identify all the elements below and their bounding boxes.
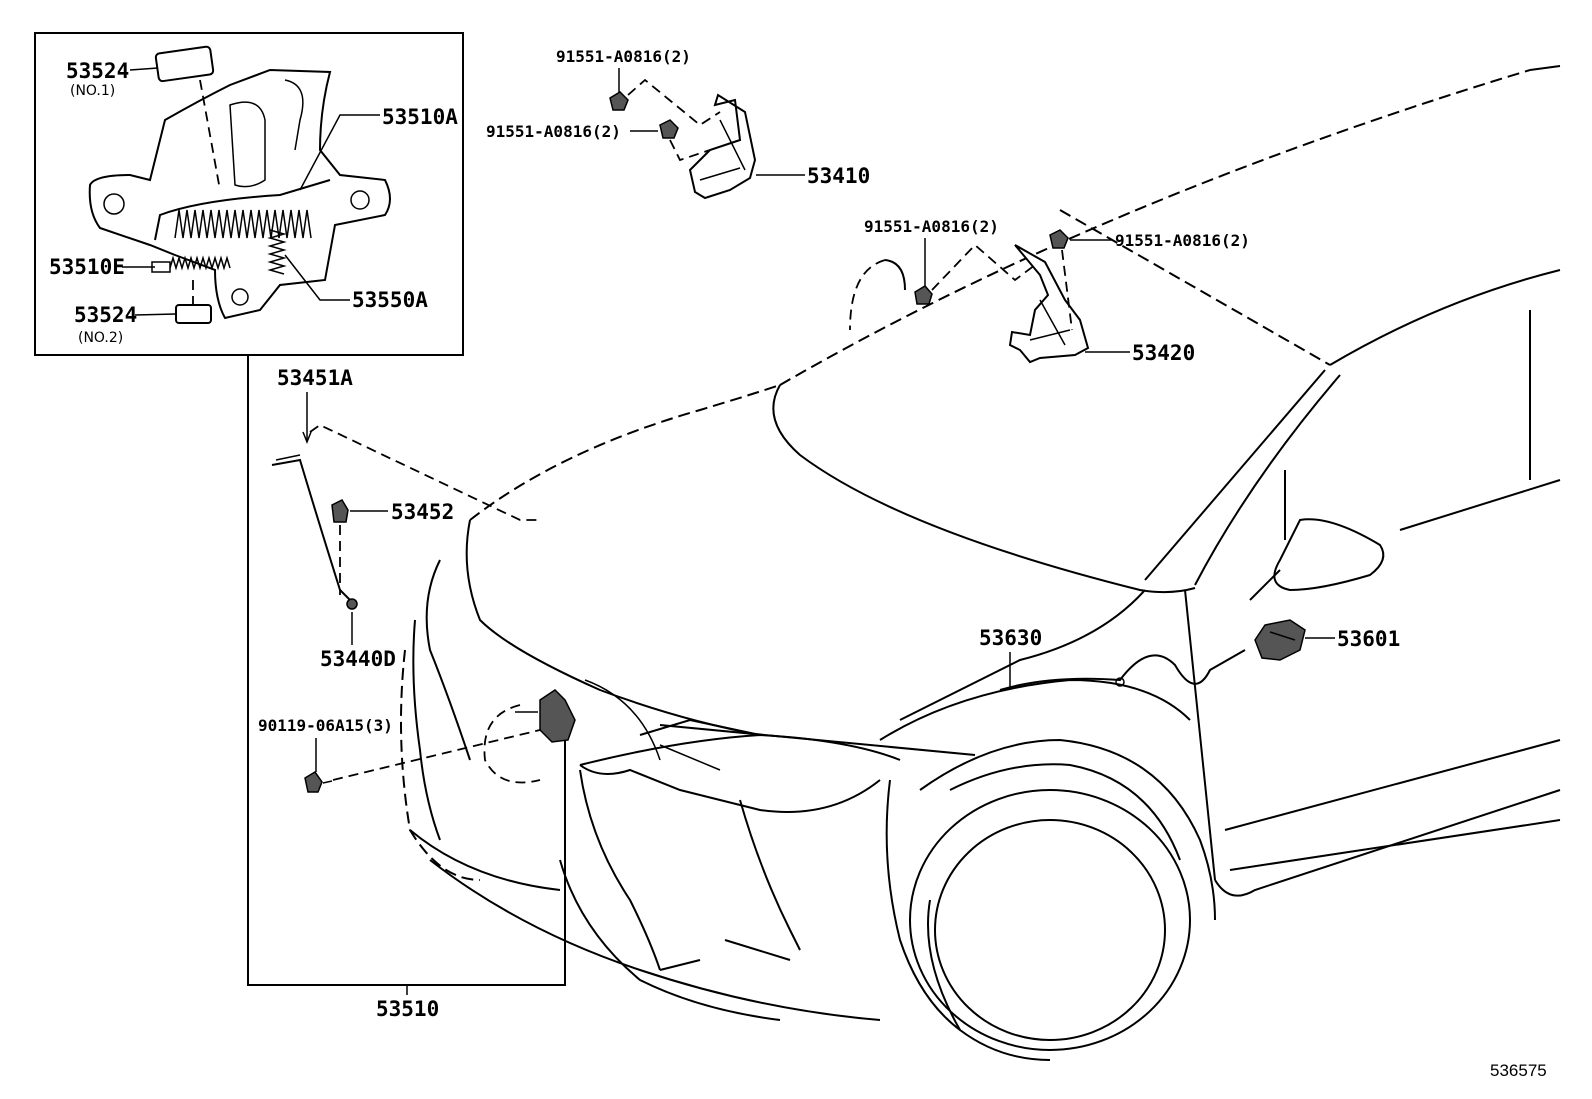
label-53524-no2: 53524 xyxy=(74,303,137,327)
label-91551-a0816-top-b: 91551-A0816(2) xyxy=(486,122,621,141)
hood-hinge-left-group: 53410 91551-A0816(2) 91551-A0816(2) xyxy=(486,47,870,200)
label-53510e: 53510E xyxy=(49,255,125,279)
label-91551-a0816-top-a: 91551-A0816(2) xyxy=(556,47,691,66)
label-53524-no1-sub: (NO.1) xyxy=(70,83,115,99)
label-90119-06a15: 90119-06A15(3) xyxy=(258,716,393,735)
label-53630: 53630 xyxy=(979,626,1042,650)
release-cable-group: 53630 53601 xyxy=(659,619,1400,756)
vehicle-outline xyxy=(400,65,1561,1061)
lock-assembly-group: 53510 53451A 53452 53440D 90119-06A15(3) xyxy=(247,355,661,1021)
label-53524-no1: 53524 xyxy=(66,59,129,83)
label-91551-a0816-mid-a: 91551-A0816(2) xyxy=(864,217,999,236)
label-53451a: 53451A xyxy=(277,366,353,390)
label-53510: 53510 xyxy=(376,997,439,1021)
label-53410: 53410 xyxy=(807,164,870,188)
label-53510a: 53510A xyxy=(382,105,458,129)
label-53524-no2-sub: (NO.2) xyxy=(78,330,123,346)
label-91551-a0816-mid-b: 91551-A0816(2) xyxy=(1115,231,1250,250)
diagram-reference-code: 536575 xyxy=(1490,1061,1547,1080)
label-53601: 53601 xyxy=(1337,627,1400,651)
label-53420: 53420 xyxy=(1132,341,1195,365)
label-53550a: 53550A xyxy=(352,288,428,312)
label-53452: 53452 xyxy=(391,500,454,524)
hood-hinge-right-group: 53420 91551-A0816(2) 91551-A0816(2) xyxy=(864,217,1250,365)
lock-detail-inset: 53524 (NO.1) 53510A 53510E 53550A 53524 … xyxy=(34,32,464,356)
label-53440d: 53440D xyxy=(320,647,396,671)
